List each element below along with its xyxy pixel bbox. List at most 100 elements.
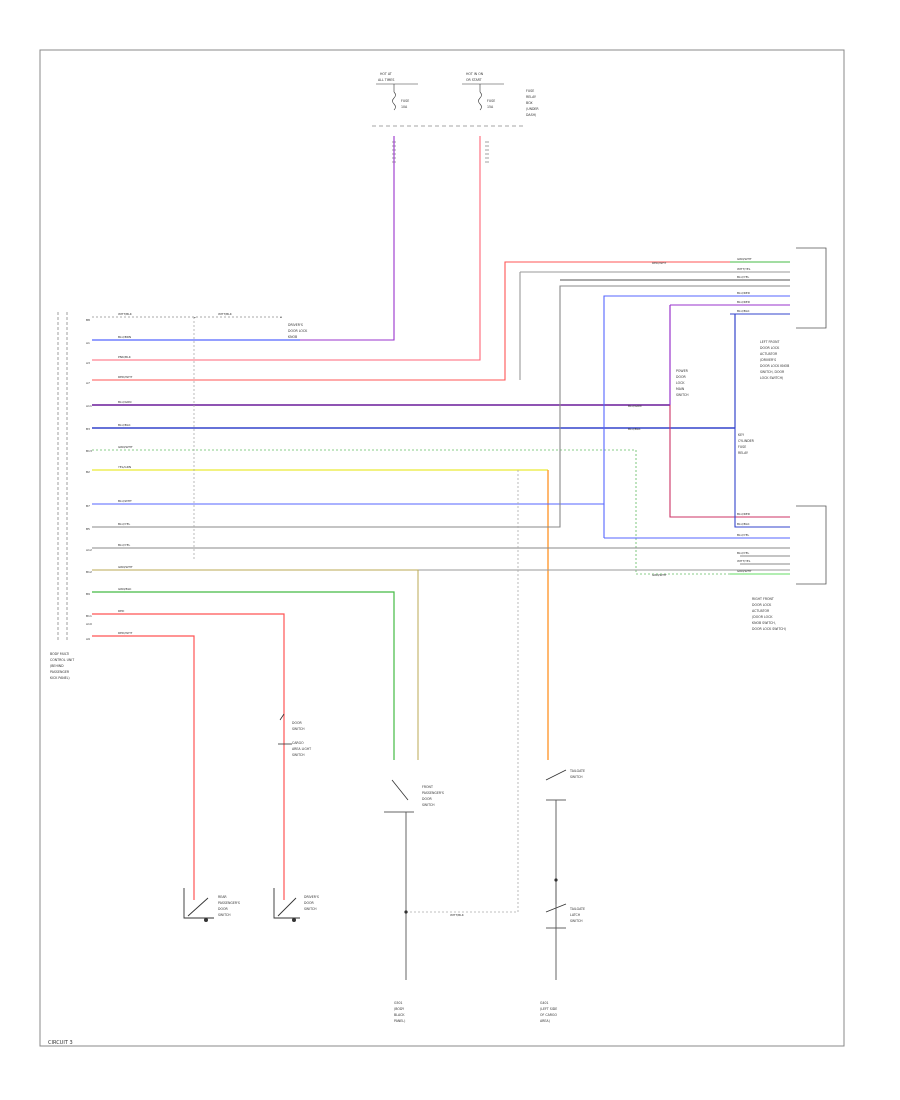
diagram-label: BLU/RED [737,300,751,304]
pin-label: B11 [86,614,92,618]
rear-lock-wire-labels: BLU/RED BLU/BLK BLU/YEL BLU/YEL WHT/YEL … [737,512,752,573]
diagram-label: SWITCH [218,913,231,917]
diagram-label: BLU/RED [737,291,751,295]
diagram-label: (DOOR LOCK [752,615,773,619]
bottom-door-switches [183,888,300,919]
wire-label: RED/WHT [118,631,133,635]
diagram-label: LOCK SWITCH) [760,376,783,380]
wire-label: BLU/WHT [118,499,132,503]
diagram-label: DOOR [304,901,314,905]
diagram-path [183,888,214,919]
bottom-switch-labels: REAR PASSENGER'S DOOR SWITCH DRIVER'S DO… [218,895,319,917]
diagram-label: OF CARGO [540,1013,557,1017]
diagram-label: KNOB [288,335,297,339]
wire-label: GRN/WHT [652,573,667,577]
diagram-label: KNOB SWITCH, [752,621,776,625]
pin-label: B2 [86,470,90,474]
module-name-1: BODY MULTI [50,652,69,656]
fuse-box-name-1: FUSE [526,89,534,93]
diagram-label: LEFT FRONT [760,340,779,344]
ground-dot [204,918,208,922]
wire-label: RED [118,609,125,613]
pin-label: A10 [86,622,92,626]
ground-dot [292,918,296,922]
diagram-label: ACTUATOR [752,609,770,613]
diagram-label: PASSENGER'S [218,901,240,905]
diagram-polyline [669,405,790,518]
pin-label: A9 [86,637,90,641]
rear-lock-label: RIGHT FRONT DOOR LOCK ACTUATOR (DOOR LOC… [752,597,786,631]
diagram-label: WHT/YEL [737,267,751,271]
diagram-label: AREA) [540,1019,550,1023]
wire-label: GRN/WHT [118,445,133,449]
wire-label: BLU/BLK [628,427,642,431]
diagram-label: DOOR [292,721,302,725]
top-fuse-box: HOT AT ALL TIMES HOT IN ON OR START FUSE… [372,72,539,163]
diagram-frame [39,49,845,1047]
wire-label: YEL/GRN [118,465,131,469]
diagram-label: (LEFT SIDE [540,1007,557,1011]
diagram-label: GRN/WHT [737,569,752,573]
diagram-label: DRIVER'S [288,323,303,327]
diagram-label: PANEL) [394,1019,405,1023]
diagram-label: GRN/WHT [737,257,752,261]
fuse-left-symbol [392,91,396,111]
wire-pink [92,136,481,361]
fuse-left-id: 10A [401,105,408,109]
diagram-label: AREA LIGHT [292,747,311,751]
wire-label: PNK/BLK [118,355,132,359]
wire-label: WHT/BLK [118,312,133,316]
fuse-box-name-5: DASH) [526,113,536,117]
wire-label: BLU/GRN [118,400,131,404]
diagram-label: SWITCH [570,775,583,779]
fuse-box-name-2: RELAY [526,95,536,99]
pin-label: B5 [86,527,90,531]
diagram-label: DOOR LOCK [760,346,780,350]
module-name-2: CONTROL UNIT [50,658,74,662]
wire-label: RED/WHT [652,261,667,265]
footer-label: CIRCUIT 3 [48,1040,73,1046]
wire-label: BLU/YEL [118,522,131,526]
fuse-box-name-3: BOX [526,101,533,105]
module-name-5: KICK PANEL) [50,676,70,680]
fuse-left-fuse-label: FUSE [401,99,409,103]
diagram-label: • [194,316,196,320]
fuse-right-symbol [478,91,482,111]
fuse-left-label-2: ALL TIMES [378,78,394,82]
diagram-label: RIGHT FRONT [752,597,774,601]
diagram-label: BLU/BLK [737,522,751,526]
power-door-lock-label: POWER DOOR LOCK MAIN SWITCH KEY CYLINDER… [676,369,755,455]
diagram-label: FRONT [422,785,433,789]
wire-labels: WHT/BLK WHT/BLK BLU/BRN PNK/BLK RED/WHT … [118,261,667,917]
diagram-label: BLU/YEL [737,275,750,279]
rear-lock-connector [796,505,827,585]
diagram-label: FUSE [738,445,746,449]
diagram-label: DOOR [218,907,228,911]
diagram-label: SWITCH [292,727,305,731]
diagram-label: PASSENGER'S [422,791,444,795]
pin-label: B9 [86,592,90,596]
module-pin-labels: B8 A1 A3 A7 A11 B3 B13 B2 B7 B5 A12 B12 … [86,318,92,641]
fuse-right-label-1: HOT IN ON [466,72,484,76]
diagram-label: KEY [738,433,744,437]
diagram-label: BLU/RED [737,512,751,516]
diagram-label: DOOR [676,375,686,379]
fuse-box-name-4: (UNDER [526,107,539,111]
module-name-3: (BEHIND [50,664,64,668]
wire-blue-white [92,295,790,505]
diagram-label: LOCK [676,381,685,385]
diagram-label: RELAY [738,451,748,455]
wire-label: BLU/YEL [118,543,131,547]
diagram-label: LATCH [570,913,581,917]
lower-switches [278,713,567,929]
wire-green-dotted [92,449,730,575]
front-lock-wires [519,261,790,428]
wire-label: RED/WHT [118,375,133,379]
pin-label: B7 [86,504,90,508]
diagram-line [187,897,209,917]
diagram-line [545,769,567,781]
power-door-switch-label: DRIVER'S DOOR LOCK KNOB • • [194,316,308,339]
diagram-label: WHT/YEL [737,559,751,563]
diagram-label: DOOR LOCK [752,603,772,607]
